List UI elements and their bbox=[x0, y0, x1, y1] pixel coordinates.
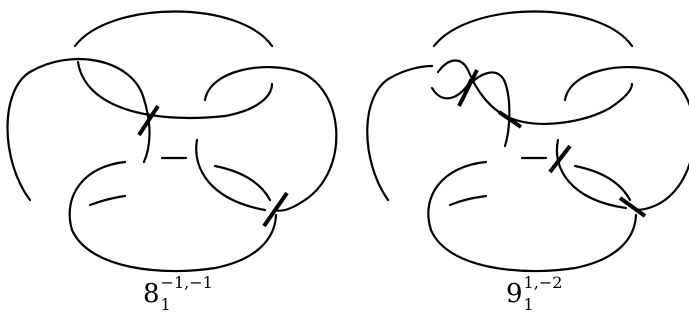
knot-strand bbox=[90, 196, 125, 205]
knot-strand bbox=[565, 67, 689, 210]
caption-right-base: 9 bbox=[506, 279, 523, 309]
knot-strand bbox=[450, 196, 486, 205]
caption-left-base: 8 bbox=[143, 279, 160, 309]
knot-strand bbox=[367, 66, 432, 200]
crossing-mark bbox=[459, 70, 477, 106]
knot-strand bbox=[75, 12, 272, 47]
knot-diagram-left bbox=[8, 12, 337, 272]
knot-strand bbox=[196, 140, 265, 210]
caption-left-subscript: 1 bbox=[161, 297, 171, 313]
knot-strand bbox=[70, 162, 276, 271]
knot-strand bbox=[8, 59, 150, 200]
knot-diagram-right bbox=[367, 12, 689, 272]
caption-right-subscript: 1 bbox=[524, 297, 534, 313]
crossing-mark bbox=[139, 106, 158, 135]
caption-left-superscript: −1,−1 bbox=[161, 275, 213, 291]
knot-strand bbox=[434, 12, 632, 47]
knot-strand bbox=[428, 162, 636, 271]
caption-right-superscript: 1,−2 bbox=[524, 275, 563, 291]
knot-strand bbox=[470, 72, 509, 146]
